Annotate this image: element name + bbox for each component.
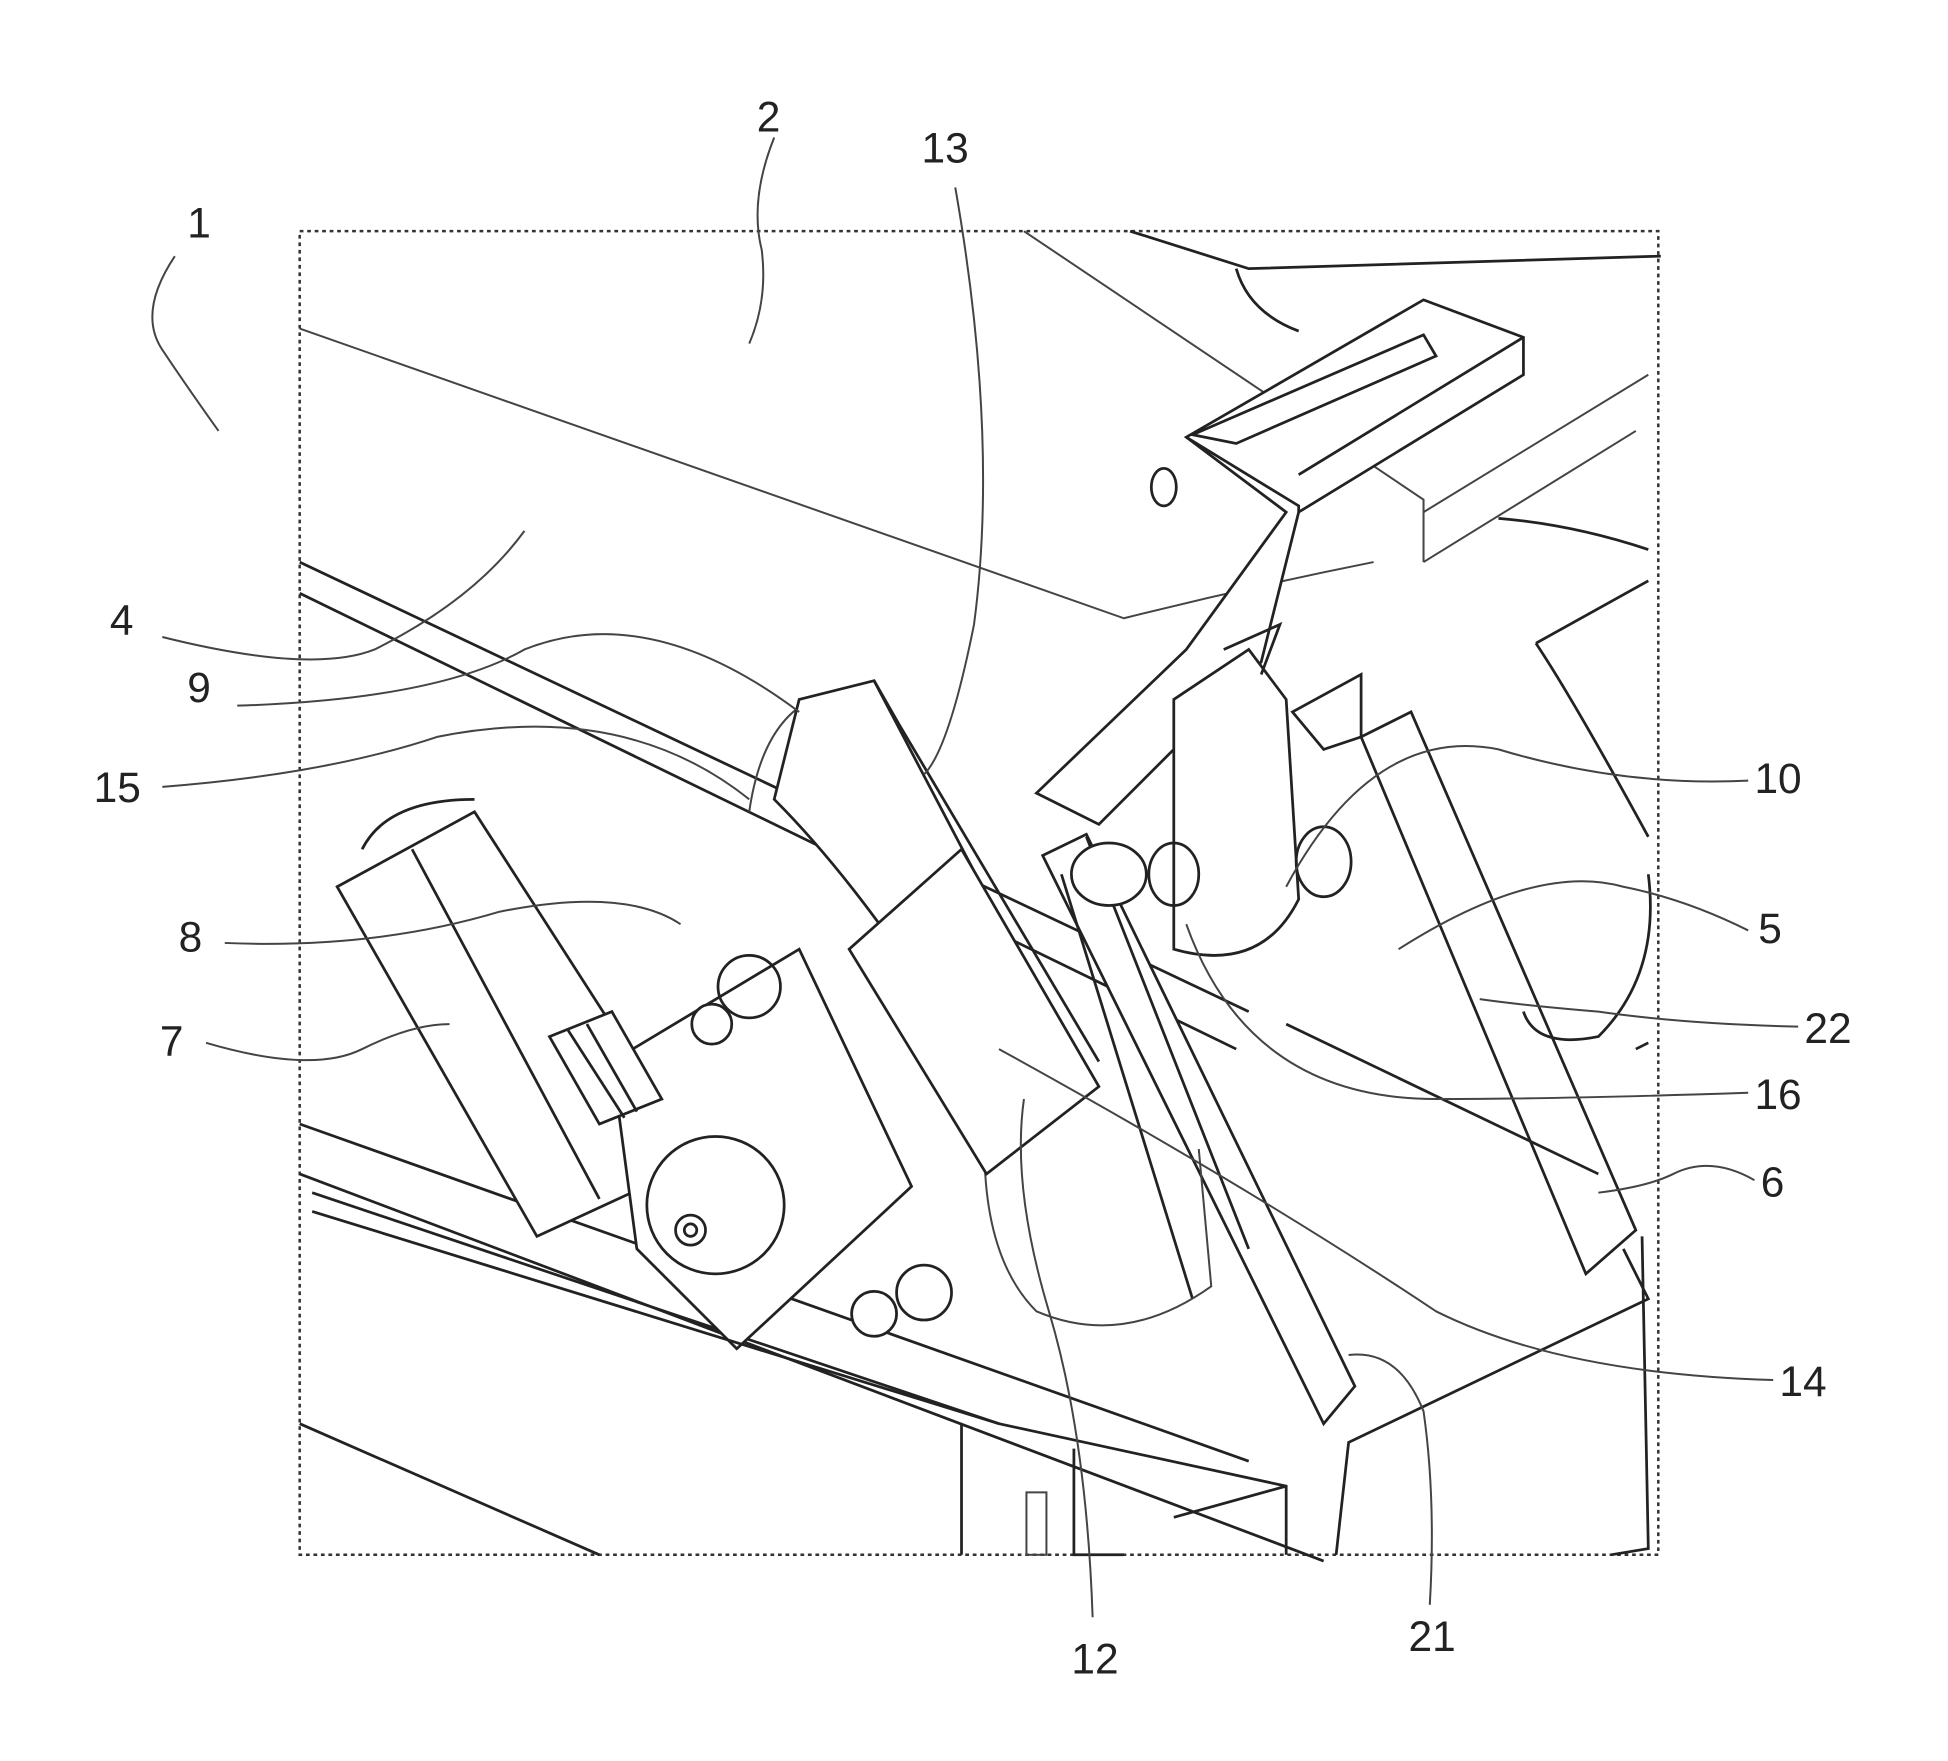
leader-lines: [151, 137, 1799, 1618]
label-16: 16: [1754, 1071, 1801, 1118]
label-7: 7: [160, 1017, 184, 1064]
drawing-lines: [299, 229, 1661, 1563]
label-10: 10: [1754, 755, 1801, 802]
label-15: 15: [94, 764, 141, 811]
label-6: 6: [1761, 1158, 1785, 1205]
label-8: 8: [179, 914, 203, 961]
label-21: 21: [1409, 1613, 1456, 1660]
label-4: 4: [110, 597, 134, 644]
reference-labels: 1 2 13 4 9 15 8 7 10 5 22 16 6 14 12 21: [94, 93, 1852, 1682]
label-14: 14: [1779, 1358, 1826, 1405]
label-13: 13: [922, 124, 969, 171]
label-22: 22: [1804, 1005, 1851, 1052]
label-1: 1: [187, 199, 211, 246]
label-5: 5: [1758, 905, 1782, 952]
label-12: 12: [1071, 1635, 1118, 1682]
label-9: 9: [187, 664, 211, 711]
label-2: 2: [757, 93, 781, 140]
